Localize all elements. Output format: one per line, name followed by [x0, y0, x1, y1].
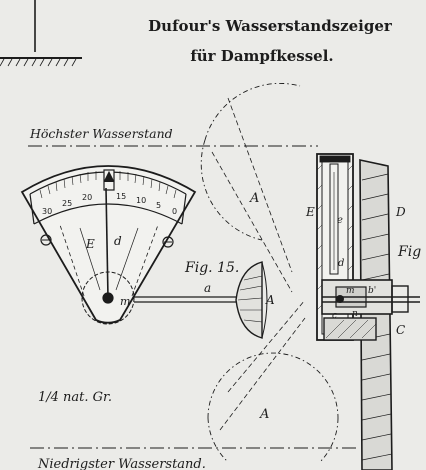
letter-m-right: m — [346, 286, 355, 296]
tick-label: 15 — [116, 192, 126, 201]
letter-E-left: E — [85, 237, 95, 251]
tick-label: 0 — [172, 207, 177, 216]
hoechster-label: Höchster Wasserstand — [29, 126, 173, 141]
letter-E-right: E — [305, 205, 315, 219]
tick-label: 10 — [136, 196, 146, 205]
letter-a-rod: a — [204, 281, 211, 295]
letter-A-bottom: A — [259, 407, 269, 422]
letter-C-right: C — [396, 323, 405, 337]
scale-note: 1/4 nat. Gr. — [38, 390, 112, 405]
dial-tick-labels: 30 25 20 15 10 5 0 — [42, 192, 177, 216]
float-rod-assembly — [134, 261, 268, 339]
letter-A-float: A — [265, 293, 275, 307]
title-line-2: für Dampfkessel. — [190, 47, 333, 65]
letter-c-right: c — [332, 311, 337, 321]
float-radius-lines — [211, 97, 306, 431]
letter-d-left: d — [114, 234, 122, 248]
float-path-arcs — [200, 82, 339, 463]
tick-label: 30 — [42, 207, 52, 216]
tick-label: 5 — [156, 201, 161, 210]
indicator-housing — [20, 165, 197, 325]
tick-label: 25 — [62, 199, 72, 208]
figure-label: Fig. 15. — [184, 260, 239, 276]
title-line-1: Dufour's Wasserstandszeiger — [148, 17, 393, 35]
sectional-view — [316, 153, 420, 470]
wall-bracket — [0, 0, 82, 67]
letter-m-left: m — [120, 295, 130, 308]
letter-b-right: b' — [368, 286, 376, 296]
letter-D-right: D — [395, 205, 406, 219]
figure-label-right: Fig — [397, 244, 421, 260]
tick-label: 20 — [82, 193, 92, 202]
letter-d-right: d — [338, 258, 344, 269]
letter-e-right: e — [337, 215, 343, 226]
niedrigster-label: Niedrigster Wasserstand. — [37, 457, 206, 470]
letter-A-top: A — [249, 191, 259, 206]
letter-n-right: n — [352, 309, 358, 319]
